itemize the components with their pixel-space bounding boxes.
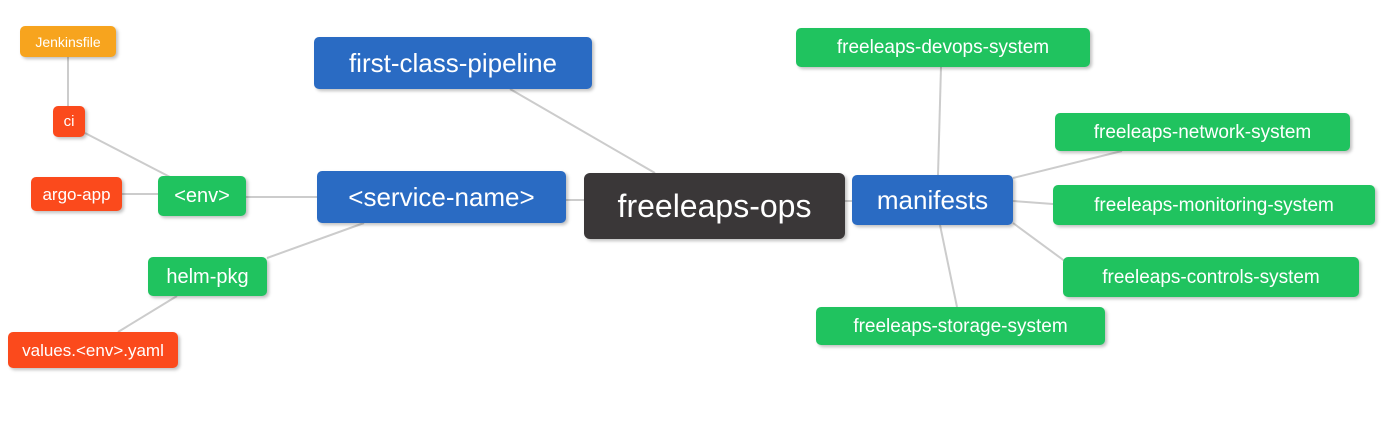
node-label: Jenkinsfile — [35, 33, 101, 50]
node-helm-pkg[interactable]: helm-pkg — [148, 257, 267, 296]
node-freeleaps-network-system[interactable]: freeleaps-network-system — [1055, 113, 1350, 151]
node-label: helm-pkg — [166, 265, 249, 288]
edge-manifests-to-freeleaps-devops-system — [937, 66, 942, 176]
node-jenkinsfile[interactable]: Jenkinsfile — [20, 26, 116, 57]
node-label: freeleaps-monitoring-system — [1094, 194, 1334, 216]
node-label: freeleaps-storage-system — [853, 315, 1068, 337]
node-label: manifests — [876, 185, 989, 215]
edge-manifests-to-freeleaps-network-system — [1012, 150, 1123, 179]
edge-manifests-to-freeleaps-monitoring-system — [1012, 200, 1054, 205]
node-label: freeleaps-ops — [617, 188, 812, 224]
node-ci[interactable]: ci — [53, 106, 85, 137]
edge-first-class-pipeline-to-freeleaps-ops — [509, 88, 656, 174]
node-label: <env> — [174, 185, 230, 207]
node-label: freeleaps-controls-system — [1102, 266, 1320, 288]
node-label: freeleaps-network-system — [1093, 121, 1312, 143]
node-label: <service-name> — [348, 182, 535, 212]
node-freeleaps-ops[interactable]: freeleaps-ops — [584, 173, 845, 239]
node-freeleaps-storage-system[interactable]: freeleaps-storage-system — [816, 307, 1105, 345]
node-label: freeleaps-devops-system — [836, 37, 1050, 58]
node-freeleaps-monitoring-system[interactable]: freeleaps-monitoring-system — [1053, 185, 1375, 225]
node-manifests[interactable]: manifests — [852, 175, 1013, 225]
edge-service-name-to-helm-pkg — [266, 222, 365, 259]
node-argo-app[interactable]: argo-app — [31, 177, 122, 211]
edge-helm-pkg-to-values-env-yaml — [117, 295, 178, 333]
edge-manifests-to-freeleaps-storage-system — [939, 224, 958, 308]
node-label: values.<env>.yaml — [22, 340, 164, 360]
node-freeleaps-controls-system[interactable]: freeleaps-controls-system — [1063, 257, 1359, 297]
edge-manifests-to-freeleaps-controls-system — [1012, 222, 1067, 263]
node-label: first-class-pipeline — [348, 48, 558, 78]
node-label: argo-app — [42, 184, 111, 204]
node-service-name[interactable]: <service-name> — [317, 171, 566, 223]
node-freeleaps-devops-system[interactable]: freeleaps-devops-system — [796, 28, 1090, 67]
node-first-class-pipeline[interactable]: first-class-pipeline — [314, 37, 592, 89]
edge-ci-to-env — [84, 132, 171, 178]
node-label: ci — [63, 113, 75, 130]
node-values-env-yaml[interactable]: values.<env>.yaml — [8, 332, 178, 368]
node-env[interactable]: <env> — [158, 176, 246, 216]
